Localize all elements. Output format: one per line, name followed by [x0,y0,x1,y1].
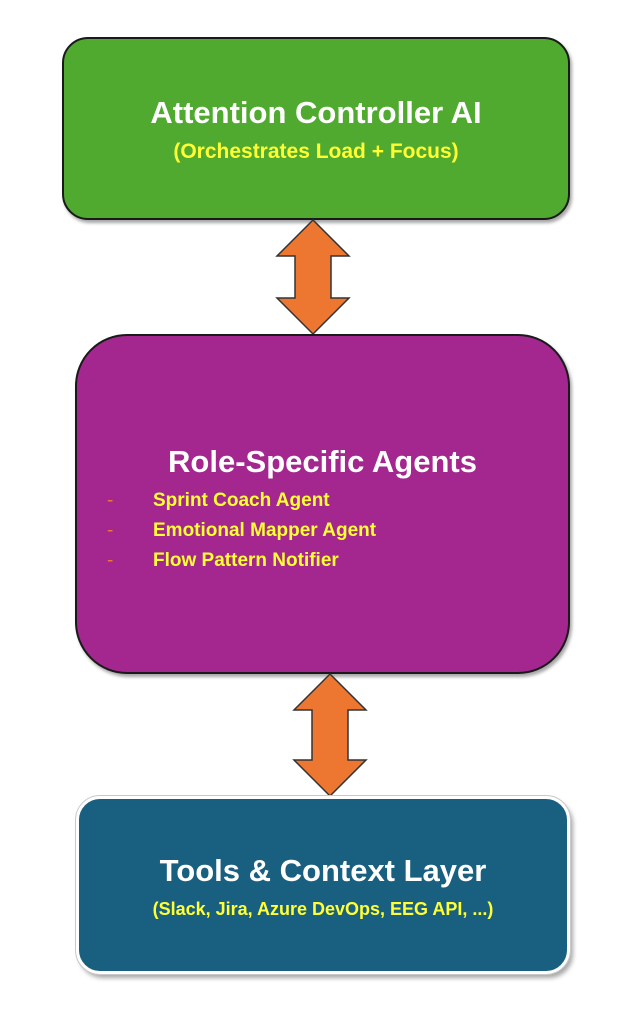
role-specific-agents-title: Role-Specific Agents [168,444,477,479]
agent-label-sprint-coach: Sprint Coach Agent [153,490,330,511]
agent-label-flow-pattern: Flow Pattern Notifier [153,550,339,571]
arrow-shape-agents-tools [292,672,368,798]
attention-controller-title: Attention Controller AI [150,95,482,130]
attention-controller-node: Attention Controller AI (Orchestrates Lo… [62,37,570,220]
tools-context-node: Tools & Context Layer (Slack, Jira, Azur… [75,795,571,975]
arrow-shape-controller-agents [275,218,351,336]
list-marker: - [107,550,114,571]
tools-context-title: Tools & Context Layer [159,853,487,888]
double-arrow-icon-controller-agents [275,218,351,336]
list-marker: - [107,520,114,541]
agent-label-emotional-mapper: Emotional Mapper Agent [153,520,377,541]
double-arrow-icon-agents-tools [292,672,368,798]
role-specific-agents-node: Role-Specific Agents - Sprint Coach Agen… [75,334,570,674]
list-marker: - [107,490,114,511]
tools-context-subtitle: (Slack, Jira, Azure DevOps, EEG API, ...… [152,899,494,919]
attention-controller-subtitle: (Orchestrates Load + Focus) [173,140,459,163]
